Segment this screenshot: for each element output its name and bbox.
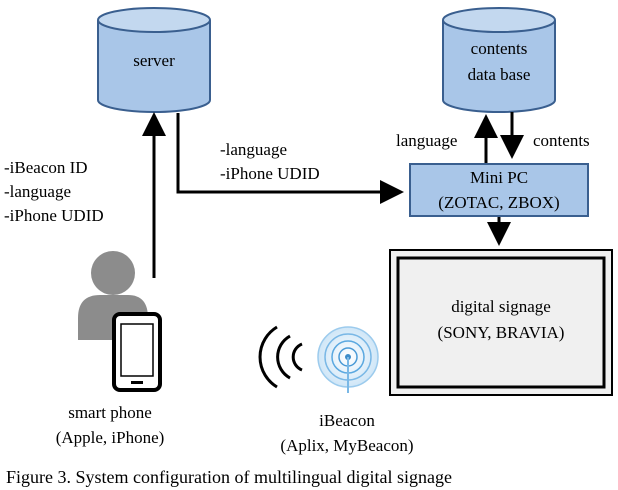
server-to-pc-labels: -language -iPhone UDID bbox=[220, 138, 320, 186]
digital-signage-label: digital signage (SONY, BRAVIA) bbox=[398, 294, 604, 346]
edge-label-language-2: -language bbox=[220, 140, 288, 159]
ibeacon-icon bbox=[317, 326, 379, 393]
mini-pc-line1: Mini PC bbox=[469, 168, 529, 187]
figure-caption: Figure 3. System configuration of multil… bbox=[6, 467, 452, 487]
edge-label-iphone-udid: -iPhone UDID bbox=[4, 206, 104, 225]
ibeacon-line2: (Aplix, MyBeacon) bbox=[280, 436, 414, 455]
server-label: server bbox=[133, 51, 175, 70]
digital-signage-line1: digital signage bbox=[451, 297, 551, 316]
mini-pc-label: Mini PC (ZOTAC, ZBOX) bbox=[410, 165, 588, 215]
mini-pc-box bbox=[409, 163, 589, 217]
wireless-signal-icon bbox=[258, 325, 303, 389]
smartphone-line1: smart phone bbox=[68, 403, 152, 422]
contents-database-line1: contents bbox=[470, 39, 528, 58]
ibeacon-label: iBeacon (Aplix, MyBeacon) bbox=[252, 408, 442, 458]
edge-label-language: -language bbox=[4, 182, 72, 201]
edge-label-pc-to-db: language bbox=[396, 131, 458, 150]
smartphone-label: smart phone (Apple, iPhone) bbox=[30, 400, 190, 450]
server-cylinder bbox=[97, 7, 211, 113]
smartphone-line2: (Apple, iPhone) bbox=[55, 428, 165, 447]
contents-database-label: contents data base bbox=[443, 36, 555, 88]
contents-database-cylinder bbox=[442, 7, 556, 113]
digital-signage-display bbox=[389, 249, 613, 396]
arrow-server-to-minipc bbox=[176, 113, 404, 204]
edge-label-ibeacon-id: -iBeacon ID bbox=[4, 158, 88, 177]
digital-signage-line2: (SONY, BRAVIA) bbox=[437, 323, 565, 342]
contents-database-line2: data base bbox=[467, 65, 531, 84]
ibeacon-line1: iBeacon bbox=[319, 411, 375, 430]
user-with-smartphone-icon bbox=[78, 251, 162, 392]
edge-label-db-to-pc: contents bbox=[533, 131, 590, 150]
mini-pc-line2: (ZOTAC, ZBOX) bbox=[438, 193, 560, 212]
phone-to-server-labels: -iBeacon ID -language -iPhone UDID bbox=[4, 156, 104, 228]
edge-label-iphone-udid-2: -iPhone UDID bbox=[220, 164, 320, 183]
